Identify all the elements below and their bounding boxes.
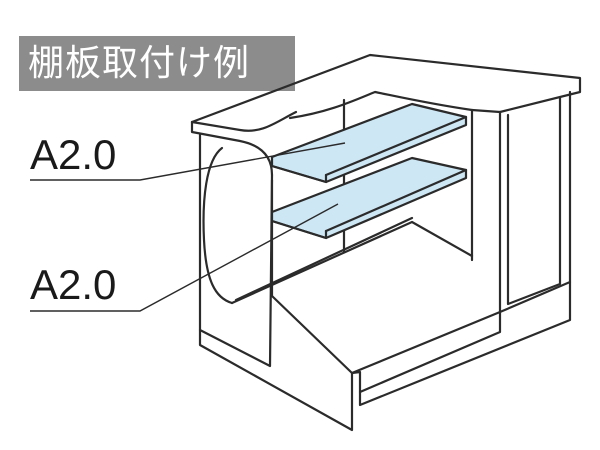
cabinet-top-front-edge <box>190 110 298 132</box>
cabinet-floor-edge <box>234 216 414 302</box>
leader-line-lower <box>30 203 339 312</box>
cabinet-side-cutout <box>202 146 234 305</box>
title-badge <box>19 36 295 91</box>
cabinet-right-post <box>470 108 502 114</box>
front-bottom-rail-lower <box>358 280 572 407</box>
upper-shelf-label: A2.0 <box>30 131 117 178</box>
lower-shelf-front-edge <box>270 219 328 240</box>
front-bottom-rail <box>350 310 502 394</box>
cabinet-left-panel-bottom <box>198 328 354 432</box>
leader-line-upper <box>30 142 346 181</box>
diagram-title: 棚板取付け例 <box>28 43 251 84</box>
cabinet-right-panel <box>498 90 572 314</box>
cabinet-back-wall <box>288 90 474 262</box>
upper-shelf-side <box>324 115 468 177</box>
cabinet-right-panel-inner <box>506 96 562 306</box>
upper-shelf-front-edge <box>270 164 328 184</box>
lower-shelf-side <box>324 168 468 233</box>
cabinet-left-panel <box>198 133 274 368</box>
cabinet-top-back-edge <box>190 53 582 124</box>
lower-shelf-label: A2.0 <box>30 261 117 308</box>
cabinet-floor-back <box>230 220 474 305</box>
cabinet-top-front <box>190 120 274 177</box>
